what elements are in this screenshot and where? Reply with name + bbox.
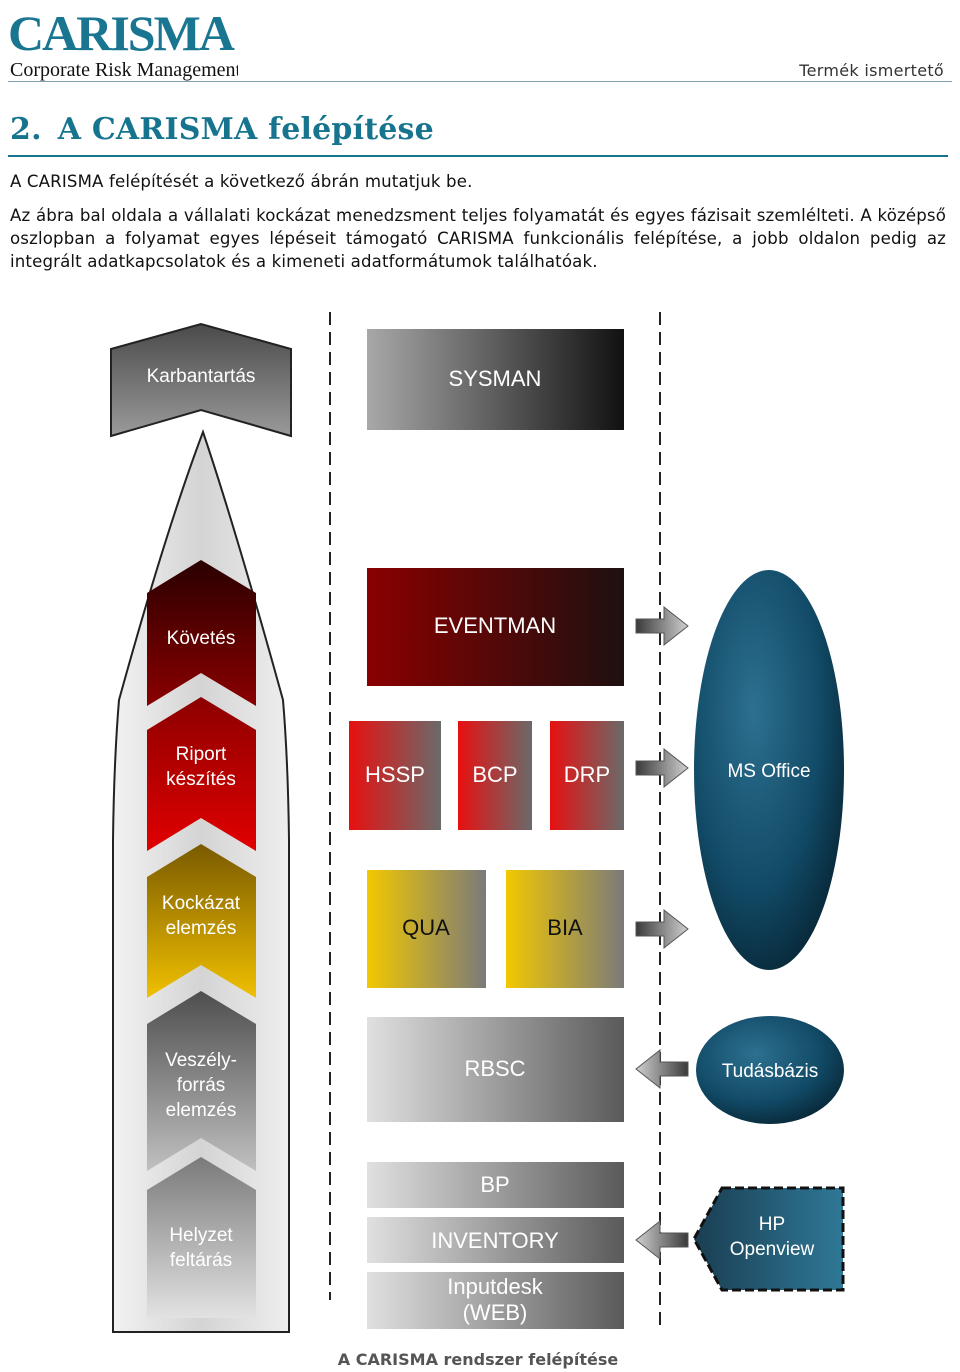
module-hssp bbox=[349, 721, 441, 830]
section-title: 2. A CARISMA felépítése bbox=[10, 112, 434, 147]
module-bcp-label: BCP bbox=[472, 762, 517, 787]
description-paragraph: Az ábra bal oldala a vállalati kockázat … bbox=[10, 206, 946, 271]
phase-label-line: Helyzet bbox=[169, 1225, 233, 1246]
phase-riport bbox=[147, 697, 256, 851]
module-hssp-label: HSSP bbox=[365, 762, 425, 787]
arrow-right-yellowmodules bbox=[635, 908, 689, 950]
phase-label-line: Követés bbox=[167, 628, 236, 649]
module-inputdesk-label: Inputdesk(WEB) bbox=[447, 1274, 543, 1325]
hp-openview-line: HP bbox=[759, 1214, 785, 1235]
module-bp-label: BP bbox=[480, 1172, 509, 1197]
module-eventman bbox=[367, 568, 624, 686]
phase-kovetes bbox=[147, 560, 256, 706]
hp-openview-label: HP Openview bbox=[730, 1214, 815, 1260]
phase-labels: Követés Riport készítés Kockázat elemzés V… bbox=[162, 628, 241, 1271]
phase-label-kockazat: Kockázat elemzés bbox=[162, 893, 241, 939]
phase-label-line: forrás bbox=[177, 1075, 226, 1096]
phase-veszelyforras bbox=[147, 991, 256, 1171]
phase-label-line: Riport bbox=[176, 744, 227, 765]
architecture-diagram: Karbantartás Követés Riport készítés Kock… bbox=[110, 312, 845, 1333]
hp-openview-line: Openview bbox=[730, 1239, 815, 1260]
ms-office-label: MS Office bbox=[727, 761, 810, 782]
phase-label-line: elemzés bbox=[166, 1100, 237, 1121]
module-bcp bbox=[458, 721, 532, 830]
phase-label-line: feltárás bbox=[170, 1250, 232, 1271]
carisma-logo: CARISMA Corporate Risk Management bbox=[8, 6, 238, 81]
module-rbsc-label: RBSC bbox=[464, 1056, 525, 1081]
tudasbazis-label: Tudásbázis bbox=[722, 1061, 818, 1082]
module-eventman-label: EVENTMAN bbox=[434, 613, 556, 638]
module-sysman bbox=[367, 329, 624, 430]
karbantartas-banner bbox=[110, 322, 292, 438]
phase-label-kovetes: Követés bbox=[167, 628, 236, 649]
arrow-right-redmodules bbox=[635, 747, 689, 789]
phase-label-line: Veszély- bbox=[165, 1050, 237, 1071]
figure-caption: A CARISMA rendszer felépítése bbox=[337, 1350, 619, 1369]
arrow-left-bp bbox=[635, 1219, 689, 1261]
module-qua-label: QUA bbox=[402, 915, 450, 940]
arrow-left-rbsc bbox=[635, 1048, 689, 1090]
module-inputdesk bbox=[367, 1272, 624, 1329]
section-title-text: A CARISMA felépítése bbox=[57, 112, 434, 147]
intro-paragraph: A CARISMA felépítését a következő ábrán … bbox=[10, 172, 473, 191]
phase-label-riport: Riport készítés bbox=[166, 744, 236, 790]
module-bia bbox=[506, 870, 624, 988]
module-sysman-label: SYSMAN bbox=[449, 366, 542, 391]
module-bia-label: BIA bbox=[547, 915, 583, 940]
title-divider bbox=[8, 155, 948, 157]
module-inventory-label: INVENTORY bbox=[431, 1228, 559, 1253]
module-bp bbox=[367, 1162, 624, 1208]
phase-label-helyzet: Helyzet feltárás bbox=[169, 1225, 233, 1271]
section-number: 2. bbox=[10, 112, 42, 147]
svg-text:Corporate Risk Management: Corporate Risk Management bbox=[10, 59, 238, 81]
arrow-right-eventman bbox=[635, 605, 689, 647]
module-inputdesk-line: (WEB) bbox=[463, 1300, 528, 1325]
module-drp-label: DRP bbox=[564, 762, 610, 787]
karbantartas-label: Karbantartás bbox=[147, 366, 256, 387]
phase-helyzet bbox=[147, 1157, 256, 1318]
module-inventory bbox=[367, 1217, 624, 1263]
header-divider bbox=[8, 81, 952, 82]
hp-openview-node bbox=[692, 1186, 845, 1292]
phase-kockazat bbox=[147, 844, 256, 998]
phase-label-line: Kockázat bbox=[162, 893, 241, 914]
module-qua bbox=[367, 870, 486, 988]
module-inputdesk-line: Inputdesk bbox=[447, 1274, 543, 1299]
svg-text:CARISMA: CARISMA bbox=[8, 6, 235, 61]
module-drp bbox=[550, 721, 624, 830]
ms-office-node bbox=[694, 570, 844, 970]
phase-label-line: készítés bbox=[166, 769, 236, 790]
phase-label-veszelyforras: Veszély-forrás elemzés bbox=[165, 1050, 237, 1121]
document-type-label: Termék ismertető bbox=[799, 61, 944, 80]
tudasbazis-node bbox=[696, 1016, 844, 1124]
module-rbsc bbox=[367, 1017, 624, 1122]
phase-label-line: elemzés bbox=[166, 918, 237, 939]
